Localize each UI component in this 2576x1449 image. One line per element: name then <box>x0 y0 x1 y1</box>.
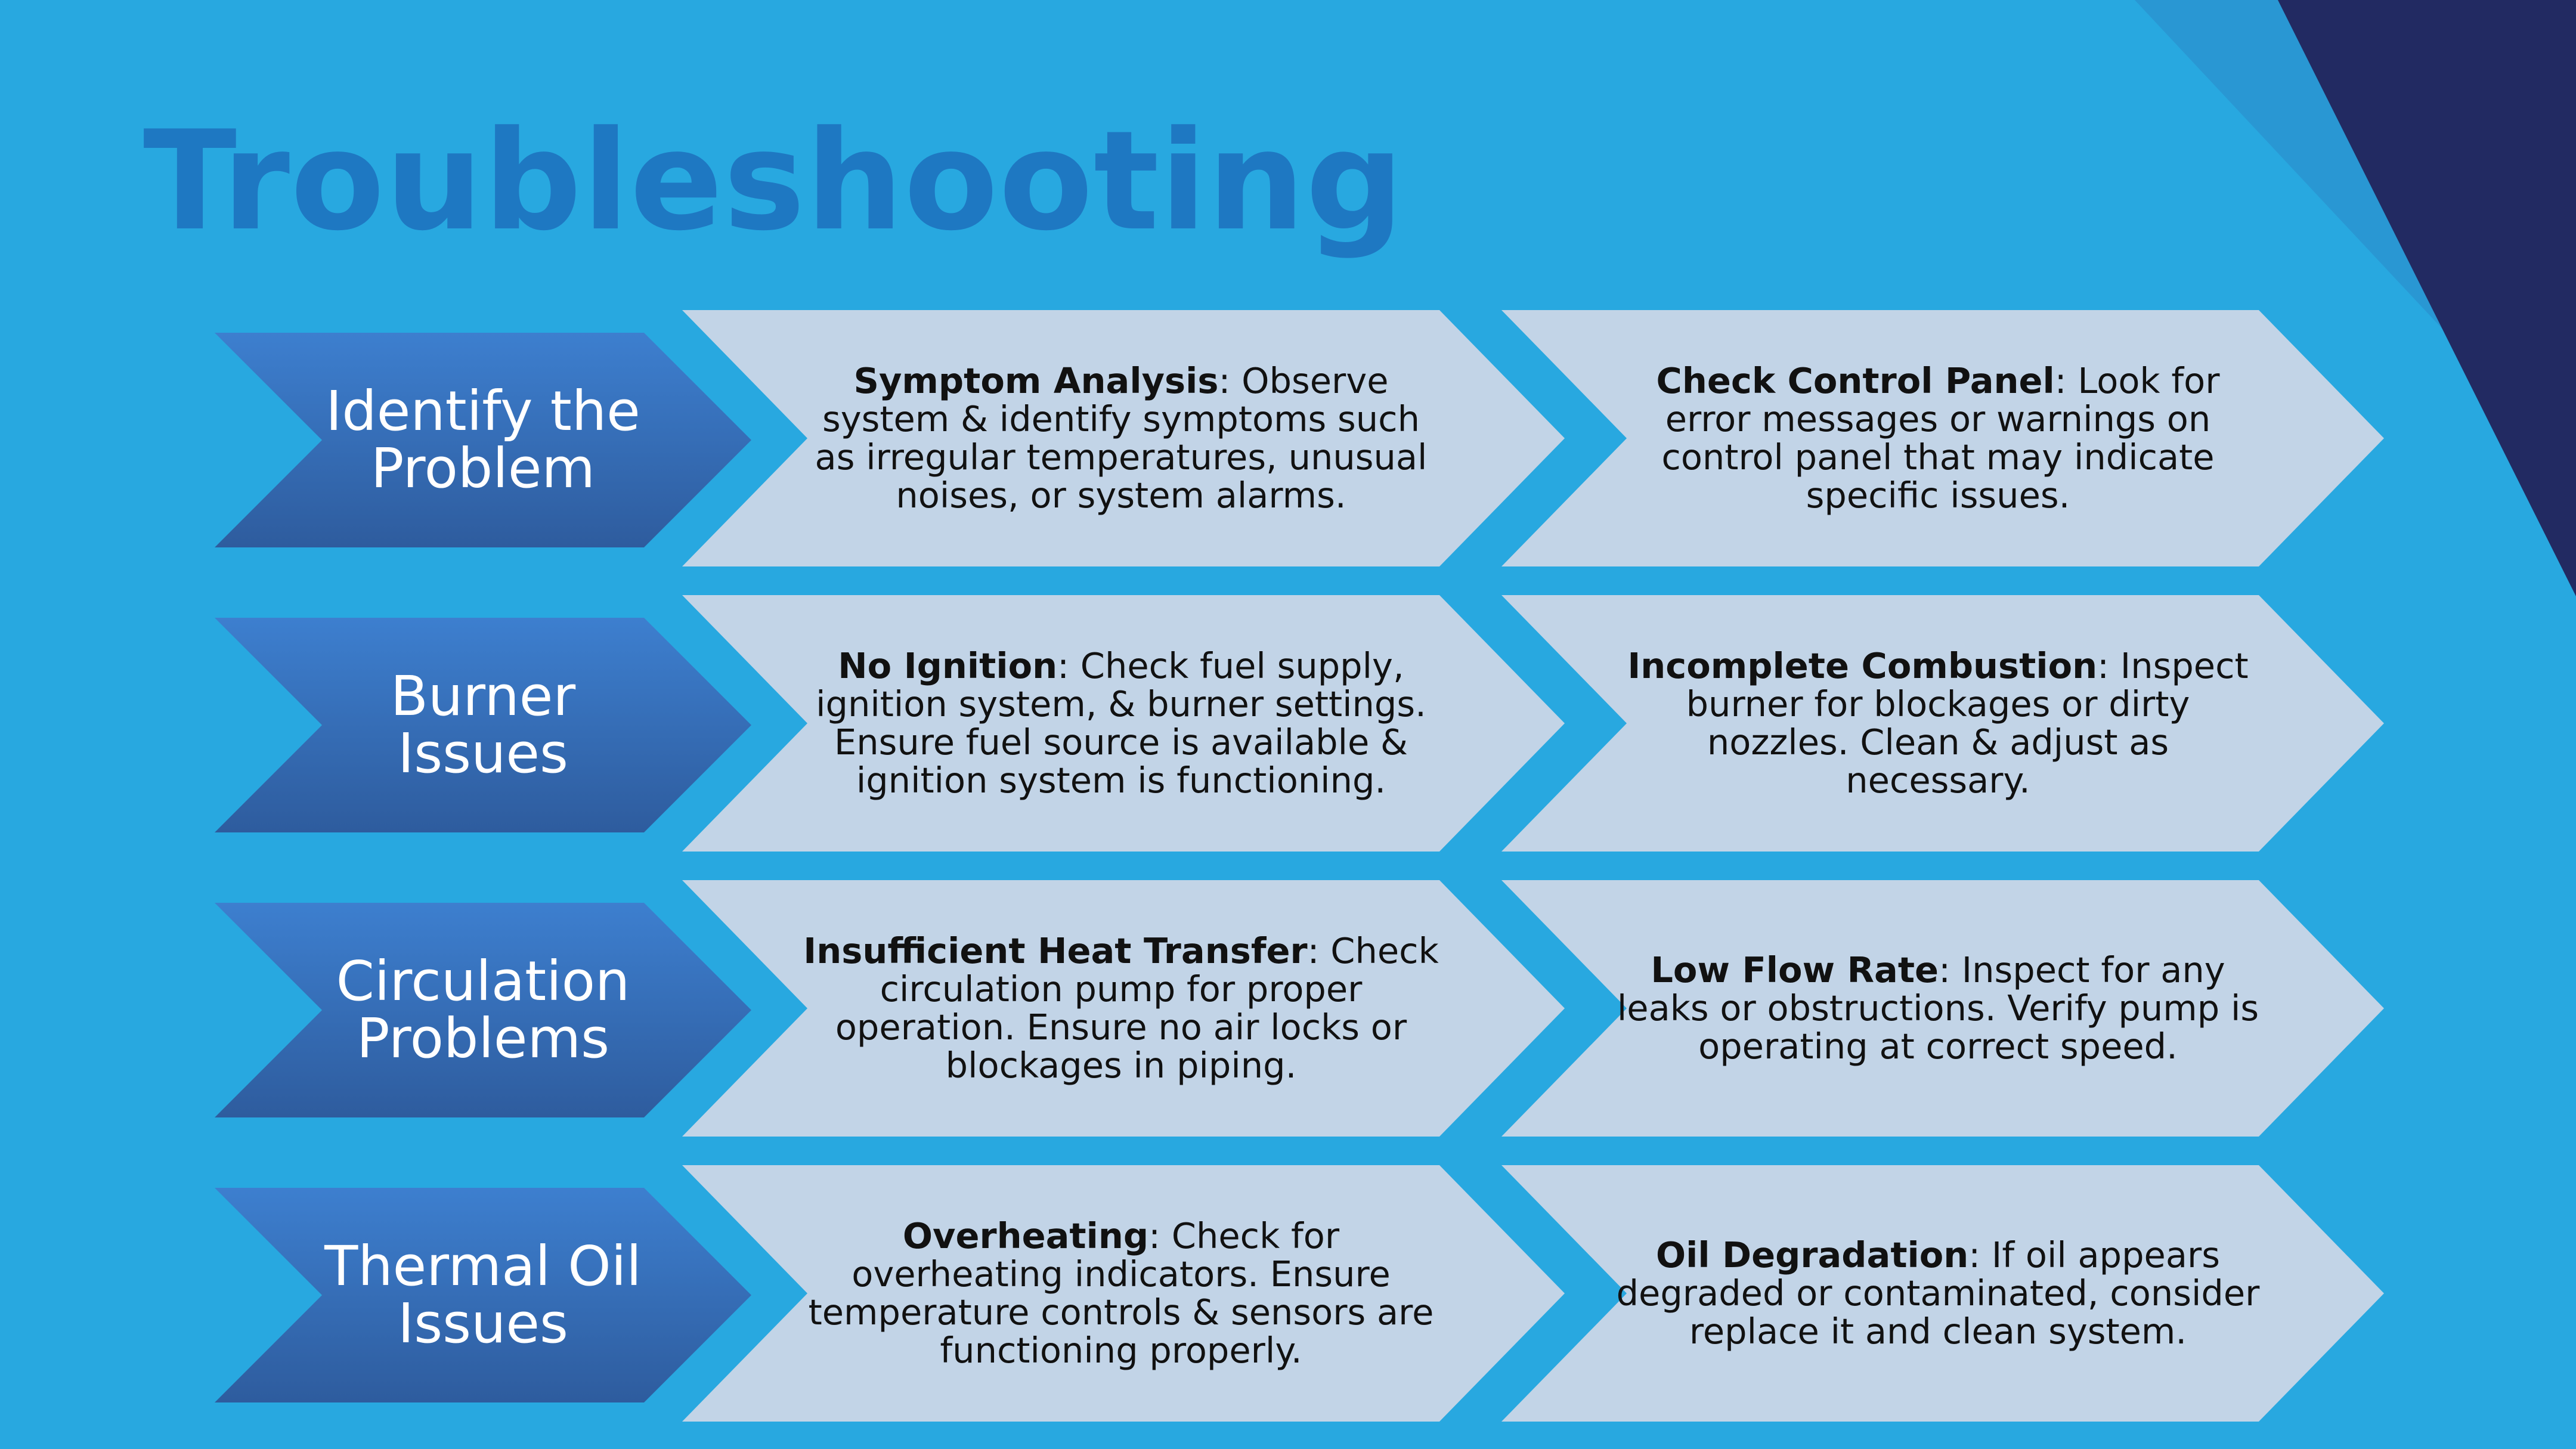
slide-title: Troubleshooting <box>143 102 1405 261</box>
card-text: : Check fuel supply, ignition system, & … <box>816 645 1426 801</box>
card-heading: Incomplete Combustion <box>1627 645 2098 686</box>
card-heading: No Ignition <box>838 645 1058 686</box>
row-label-chevron <box>215 333 751 547</box>
troubleshoot-card: No Ignition: Check fuel supply, ignition… <box>799 595 1443 852</box>
row-label-text: Burner Issues <box>390 664 576 785</box>
troubleshoot-card: Incomplete Combustion: Inspect burner fo… <box>1616 595 2260 852</box>
card-heading: Low Flow Rate <box>1651 949 1939 990</box>
row-card-chevron <box>682 880 1565 1137</box>
troubleshoot-card: Check Control Panel: Look for error mess… <box>1616 310 2260 566</box>
row-label-text: Circulation Problems <box>336 949 630 1070</box>
row-label: Thermal Oil Issues <box>316 1188 650 1402</box>
row-label-chevron <box>215 618 751 832</box>
row-label-chevron <box>215 1188 751 1402</box>
row-card-chevron <box>1501 880 2384 1137</box>
row-label: Circulation Problems <box>316 903 650 1117</box>
card-text: : Look for error messages or warnings on… <box>1661 360 2220 516</box>
card-heading: Insufficient Heat Transfer <box>803 930 1308 971</box>
card-text: : Observe system & identify symptoms suc… <box>815 360 1428 516</box>
troubleshoot-card: Oil Degradation: If oil appears degraded… <box>1616 1165 2260 1422</box>
card-heading: Oil Degradation <box>1656 1234 1969 1275</box>
row-card-chevron <box>682 310 1565 566</box>
row-label-text: Identify the Problem <box>326 379 640 500</box>
card-text: : Inspect burner for blockages or dirty … <box>1686 645 2249 801</box>
row-card-chevron <box>1501 1165 2384 1422</box>
troubleshoot-card: Symptom Analysis: Observe system & ident… <box>799 310 1443 566</box>
card-text: : Inspect for any leaks or obstructions.… <box>1617 949 2259 1067</box>
card-heading: Check Control Panel <box>1656 360 2055 401</box>
card-text: : Check circulation pump for proper oper… <box>835 930 1439 1086</box>
card-text: : Check for overheating indicators. Ensu… <box>808 1215 1434 1371</box>
row-label-text: Thermal Oil Issues <box>324 1234 642 1355</box>
row-label: Burner Issues <box>316 618 650 832</box>
row-card-chevron <box>682 1165 1565 1422</box>
troubleshoot-card: Insufficient Heat Transfer: Check circul… <box>799 880 1443 1137</box>
corner-dark-triangle <box>2278 0 2576 596</box>
row-card-chevron <box>1501 595 2384 852</box>
troubleshoot-card: Overheating: Check for overheating indic… <box>799 1165 1443 1422</box>
troubleshoot-card: Low Flow Rate: Inspect for any leaks or … <box>1616 880 2260 1137</box>
row-label: Identify the Problem <box>316 333 650 547</box>
card-heading: Overheating <box>902 1215 1149 1256</box>
row-card-chevron <box>1501 310 2384 566</box>
card-text: : If oil appears degraded or contaminate… <box>1616 1234 2260 1352</box>
card-heading: Symptom Analysis <box>853 360 1219 401</box>
row-card-chevron <box>682 595 1565 852</box>
row-label-chevron <box>215 903 751 1117</box>
